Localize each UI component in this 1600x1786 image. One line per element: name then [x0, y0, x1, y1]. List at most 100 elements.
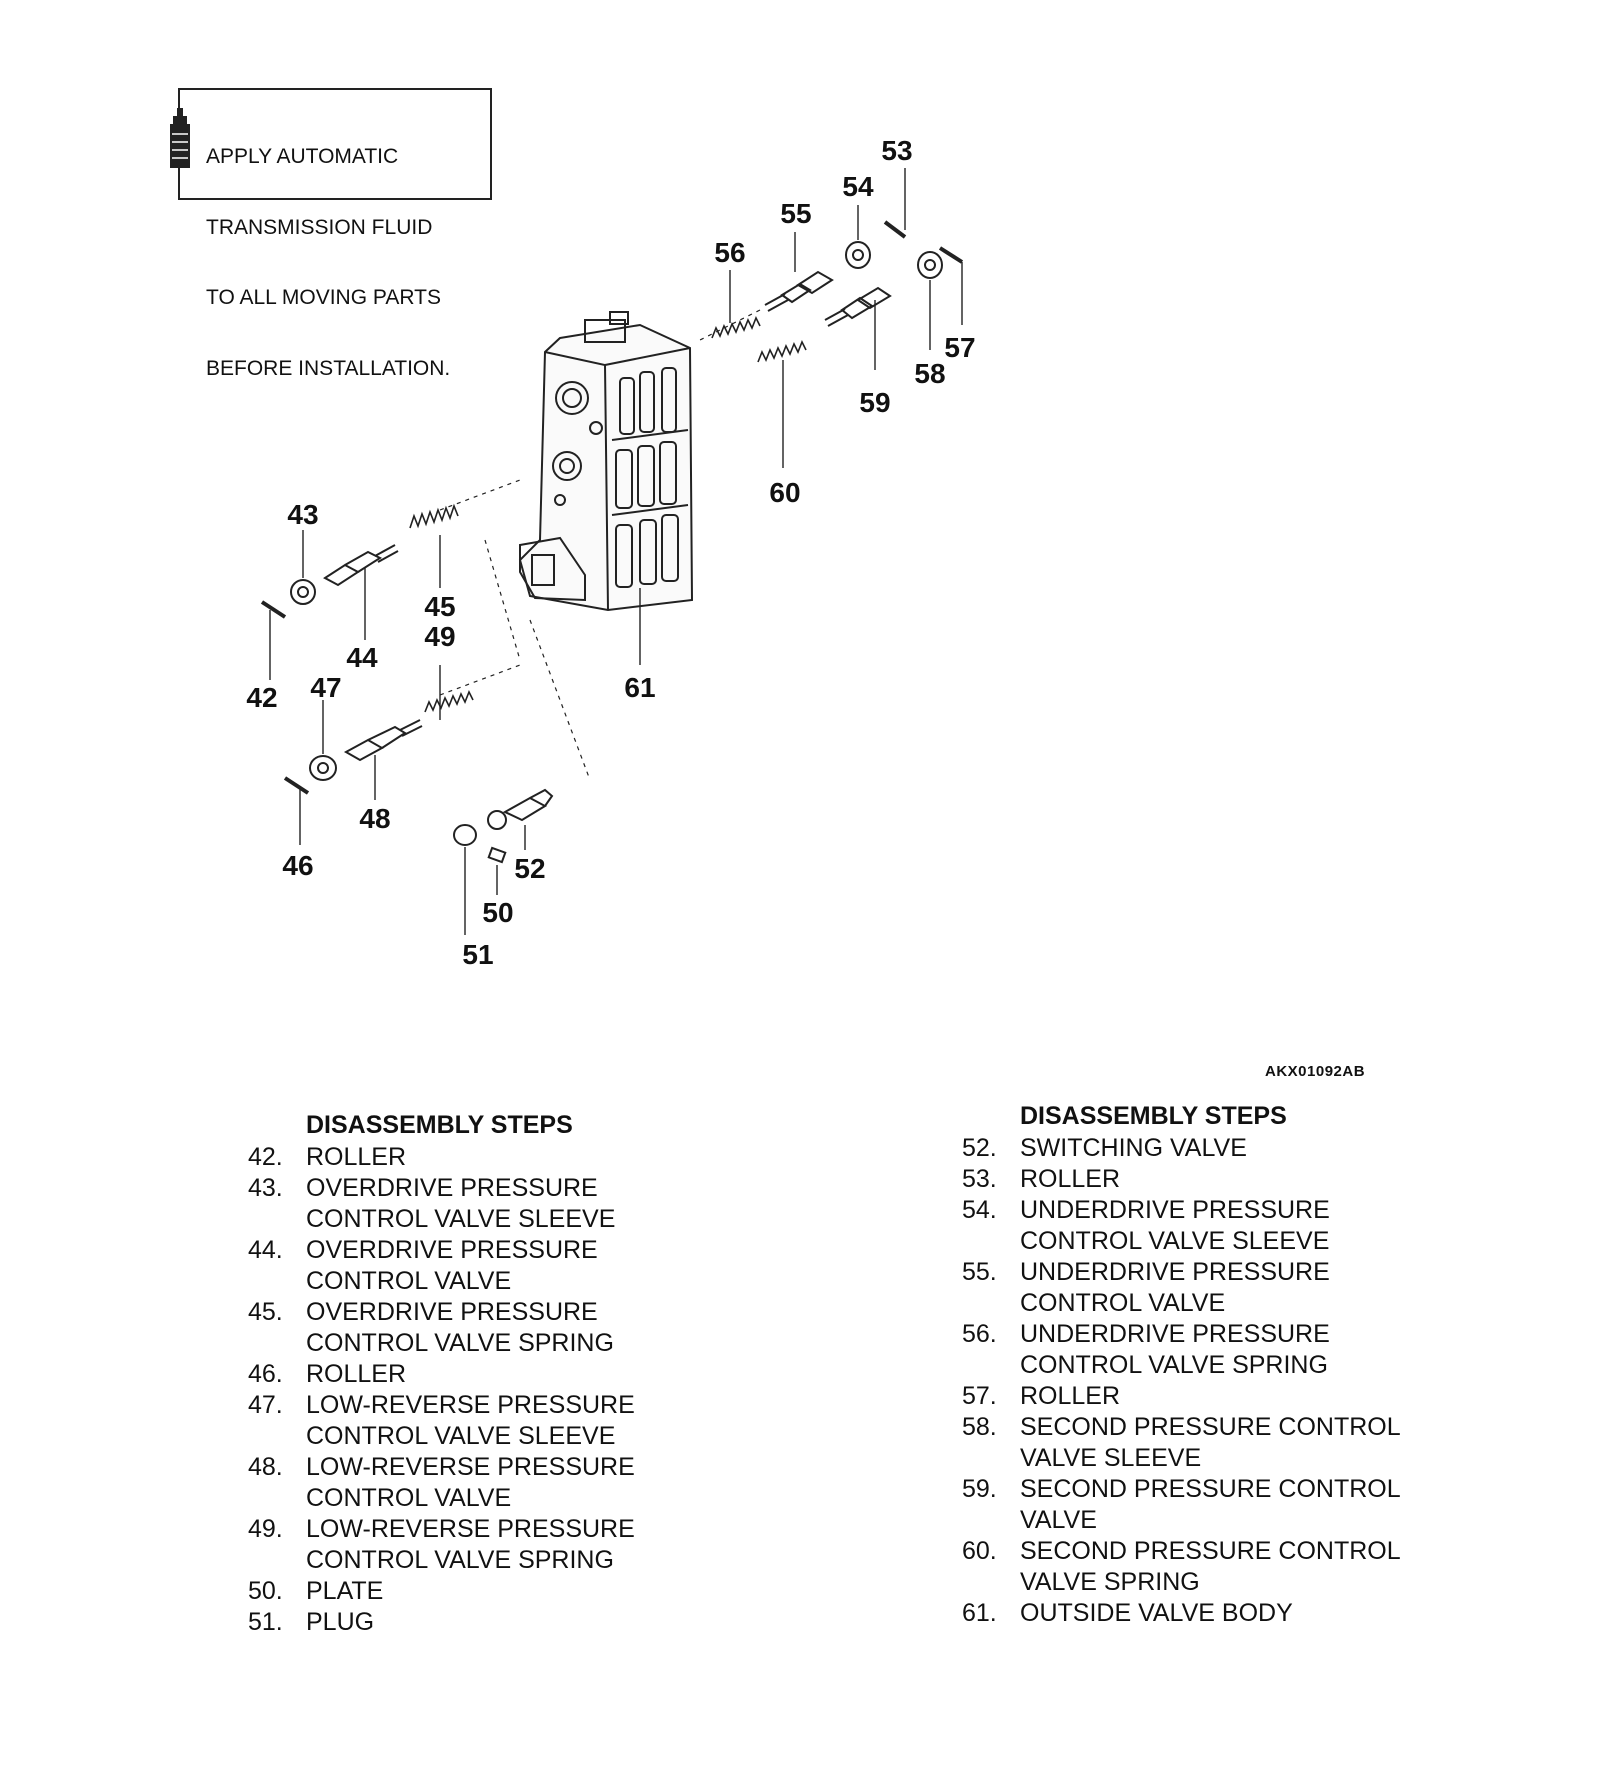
step-text: CONTROL VALVE SLEEVE: [306, 1205, 616, 1233]
step-item: 55. UNDERDRIVE PRESSURE CONTROL VALVE: [962, 1257, 1401, 1319]
step-number: 42.: [248, 1143, 283, 1171]
outside-valve-body: [518, 311, 694, 612]
step-number: 52.: [962, 1134, 997, 1162]
step-text: CONTROL VALVE SLEEVE: [306, 1422, 616, 1450]
part-49-spring: [424, 690, 474, 713]
part-45-spring: [409, 503, 459, 529]
step-text: OVERDRIVE PRESSURE: [306, 1174, 598, 1202]
step-text: CONTROL VALVE SLEEVE: [1020, 1227, 1330, 1255]
disassembly-steps-left: DISASSEMBLY STEPS 42. ROLLER 43.OVERDRIVE…: [248, 1110, 635, 1638]
step-text: CONTROL VALVE SPRING: [1020, 1351, 1328, 1379]
steps-title: DISASSEMBLY STEPS: [1020, 1102, 1287, 1130]
part-label-49: 49: [424, 621, 455, 652]
step-number: 53.: [962, 1165, 997, 1193]
step-number: 61.: [962, 1599, 997, 1627]
part-label-52: 52: [514, 853, 545, 884]
part-54-sleeve: [845, 241, 871, 269]
step-text: ROLLER: [306, 1360, 407, 1388]
part-label-47: 47: [310, 672, 341, 703]
part-label-45: 45: [424, 591, 455, 622]
step-text: ROLLER: [1020, 1382, 1121, 1410]
part-47-sleeve: [309, 755, 337, 781]
step-item: 57.ROLLER: [962, 1381, 1401, 1412]
part-label-58: 58: [914, 358, 945, 389]
note-line: TRANSMISSION FLUID: [206, 215, 433, 239]
part-label-48: 48: [359, 803, 390, 834]
part-44-valve: [323, 544, 399, 587]
step-number: 50.: [248, 1577, 283, 1605]
part-51-plug: [453, 824, 477, 846]
part-46-roller: [283, 776, 310, 795]
note-line: BEFORE INSTALLATION.: [206, 356, 451, 380]
step-number: 56.: [962, 1320, 997, 1348]
part-43-sleeve: [290, 579, 316, 605]
step-text: OUTSIDE VALVE BODY: [1020, 1599, 1293, 1627]
atf-note-box: APPLY AUTOMATIC TRANSMISSION FLUID TO AL…: [170, 88, 492, 380]
step-item: 52.SWITCHING VALVE: [962, 1133, 1401, 1164]
disassembly-steps-right: DISASSEMBLY STEPS 52.SWITCHING VALVE 53.…: [962, 1101, 1401, 1629]
part-55-valve: [764, 270, 834, 312]
note-line: TO ALL MOVING PARTS: [206, 286, 441, 309]
valve-body-exploded-diagram: 42 43 44 45 46 47 48 49 50 51 52 53 54 5…: [246, 135, 975, 970]
step-text: VALVE: [1020, 1506, 1097, 1534]
step-number: 46.: [248, 1360, 283, 1388]
step-number: 48.: [248, 1453, 283, 1481]
step-text: VALVE SLEEVE: [1020, 1444, 1202, 1472]
step-text: CONTROL VALVE: [306, 1484, 512, 1512]
step-number: 60.: [962, 1537, 997, 1565]
step-item: 42. ROLLER: [248, 1142, 635, 1173]
step-text: OVERDRIVE PRESSURE: [306, 1236, 598, 1264]
part-label-55: 55: [780, 198, 811, 229]
step-number: 47.: [248, 1391, 283, 1419]
atf-note-text: APPLY AUTOMATIC TRANSMISSION FLUID TO AL…: [206, 98, 450, 427]
steps-title: DISASSEMBLY STEPS: [306, 1111, 573, 1139]
step-number: 45.: [248, 1298, 283, 1326]
part-label-46: 46: [282, 850, 313, 881]
step-text: SECOND PRESSURE CONTROL: [1020, 1413, 1401, 1441]
step-text: ROLLER: [306, 1143, 407, 1171]
part-57-roller: [938, 246, 964, 264]
figure-code: AKX01092AB: [1265, 1063, 1366, 1080]
part-label-57: 57: [944, 332, 975, 363]
part-50-plate: [487, 846, 507, 864]
step-number: 55.: [962, 1258, 997, 1286]
step-number: 49.: [248, 1515, 283, 1543]
part-label-59: 59: [859, 387, 890, 418]
step-item: 47. LOW-REVERSE PRESSURE CONTROL VALVE SLE…: [248, 1390, 635, 1452]
step-number: 44.: [248, 1236, 283, 1264]
part-label-42: 42: [246, 682, 277, 713]
step-item: 58. SECOND PRESSURE CONTROL VALVE SLEEVE: [962, 1412, 1401, 1474]
step-text: OVERDRIVE PRESSURE: [306, 1298, 598, 1326]
step-text: SECOND PRESSURE CONTROL: [1020, 1537, 1401, 1565]
part-59-valve: [824, 286, 892, 327]
part-53-roller: [883, 220, 907, 239]
part-label-54: 54: [842, 171, 874, 202]
step-number: 54.: [962, 1196, 997, 1224]
step-number: 51.: [248, 1608, 283, 1636]
step-item: 45. OVERDRIVE PRESSURE CONTROL VALVE SPRIN…: [248, 1297, 635, 1359]
part-52-switching-valve: [487, 788, 554, 830]
step-text: CONTROL VALVE SPRING: [306, 1329, 614, 1357]
step-text: SECOND PRESSURE CONTROL: [1020, 1475, 1401, 1503]
step-text: LOW-REVERSE PRESSURE: [306, 1391, 635, 1419]
step-item: 59. SECOND PRESSURE CONTROL VALVE: [962, 1474, 1401, 1536]
step-number: 58.: [962, 1413, 997, 1441]
step-text: UNDERDRIVE PRESSURE: [1020, 1258, 1330, 1286]
fluid-bottle-icon: [170, 108, 190, 168]
step-text: LOW-REVERSE PRESSURE: [306, 1515, 635, 1543]
part-label-44: 44: [346, 642, 378, 673]
part-label-60: 60: [769, 477, 800, 508]
part-60-spring: [757, 340, 807, 363]
step-text: UNDERDRIVE PRESSURE: [1020, 1196, 1330, 1224]
part-58-sleeve: [917, 251, 943, 279]
step-text: CONTROL VALVE: [1020, 1289, 1226, 1317]
part-42-roller: [260, 600, 287, 619]
step-number: 59.: [962, 1475, 997, 1503]
step-item: 46. ROLLER: [248, 1359, 635, 1390]
step-text: LOW-REVERSE PRESSURE: [306, 1453, 635, 1481]
